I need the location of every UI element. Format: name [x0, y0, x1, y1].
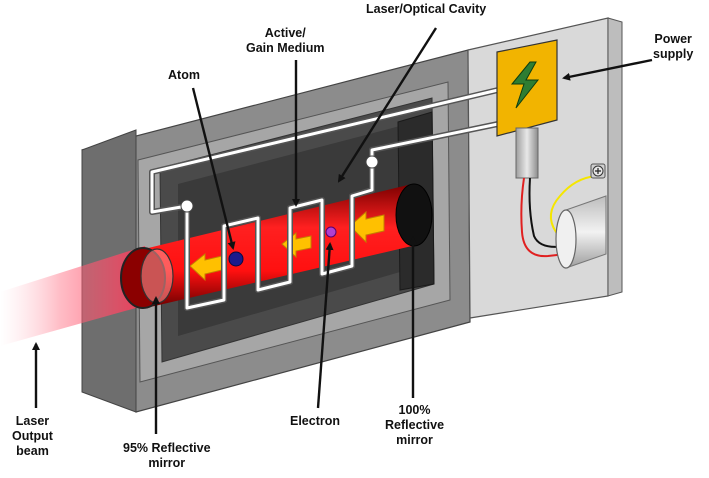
leader-electron [316, 242, 334, 409]
label-power-line1: Power [654, 32, 692, 46]
label-mirror100-line3: mirror [396, 433, 433, 447]
power-wires [520, 175, 597, 258]
laser-output-beam [0, 246, 150, 346]
label-electron-text: Electron [290, 414, 341, 428]
label-mirror95-line1: 95% Reflective [123, 441, 211, 455]
label-mirror-100: 100% Reflective mirror [385, 403, 444, 448]
tube-body [140, 184, 412, 308]
power-lead-left [150, 88, 499, 214]
label-beam-line3: beam [16, 444, 49, 458]
plus-terminal-icon [590, 163, 606, 179]
power-supply-shaft [515, 127, 539, 179]
label-power-supply: Power supply [653, 32, 693, 62]
label-atom-text: Atom [168, 68, 200, 82]
label-beam-line2: Output [12, 429, 53, 443]
laser-tube [120, 183, 433, 309]
power-supply [496, 39, 558, 179]
black-wire [528, 177, 567, 248]
pump-electrode [149, 87, 499, 311]
leader-cavity [337, 27, 438, 183]
label-active-line2: Gain Medium [246, 41, 325, 55]
label-power-line2: supply [653, 47, 694, 61]
label-output-beam: Laser Output beam [12, 414, 53, 459]
mirror-100-reflective [395, 183, 433, 247]
label-mirror100-line1: 100% [398, 403, 431, 417]
red-wire [520, 177, 567, 258]
mirror-95-reflective [140, 248, 174, 304]
label-cavity-text: Laser/Optical Cavity [366, 2, 487, 16]
label-atom: Atom [168, 68, 200, 83]
leader-atom [191, 87, 236, 250]
electron [325, 226, 337, 238]
atom [228, 251, 244, 267]
label-electron: Electron [290, 414, 340, 429]
output-connector [555, 195, 607, 269]
electrode-wire [185, 166, 374, 310]
label-beam-line1: Laser [15, 414, 50, 428]
side-panel-edge [607, 17, 623, 297]
leader-power [562, 58, 653, 81]
lightning-bolt-icon [510, 61, 540, 109]
electrode-terminal-left [180, 199, 194, 213]
label-active-line1: Active/ [264, 26, 306, 40]
label-mirror-95: 95% Reflective mirror [123, 441, 211, 471]
yellow-wire [549, 175, 597, 237]
label-cavity: Laser/Optical Cavity [366, 2, 486, 17]
connector-end [555, 209, 577, 269]
label-active-medium: Active/ Gain Medium [246, 26, 324, 56]
arrow-left-3 [349, 210, 385, 244]
label-mirror95-line2: mirror [148, 456, 186, 470]
electrode-terminal-right [365, 155, 379, 169]
label-mirror100-line2: Reflective [385, 418, 445, 432]
leader-lines [32, 27, 653, 434]
